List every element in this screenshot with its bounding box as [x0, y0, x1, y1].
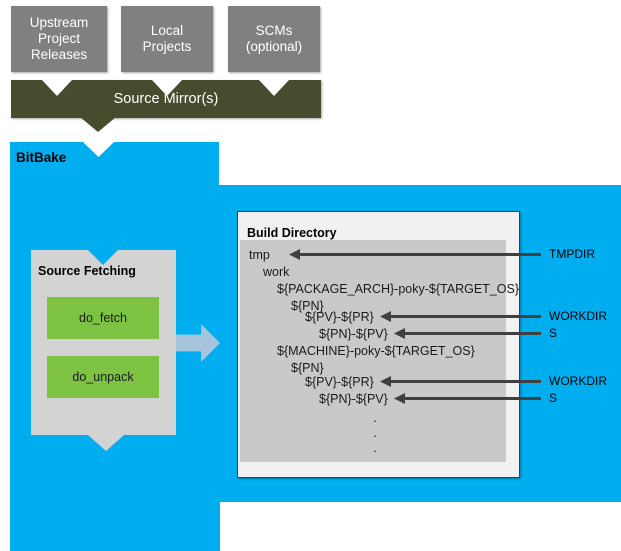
tree-ellipsis-dot-2: ·	[372, 428, 378, 443]
source-box-upstream-line-1: Upstream	[29, 15, 89, 30]
tree-item-pn-1: ${PN}	[291, 299, 324, 313]
callout-label-workdir-1: WORKDIR	[549, 309, 607, 323]
tree-item-pv-pr-2: ${PV}-${PR}	[305, 375, 374, 389]
callout-line-s-2	[403, 397, 541, 400]
callout-label-workdir-2: WORKDIR	[549, 374, 607, 388]
callout-arrowhead-workdir-2-icon	[380, 376, 391, 387]
build-directory-title: Build Directory	[247, 226, 337, 240]
mirror-to-bitbake-arrow-icon	[80, 117, 116, 132]
callout-arrowhead-s-2-icon	[394, 393, 405, 404]
tree-item-pn-2: ${PN}	[291, 361, 324, 375]
source-box-upstream-line-2: Project	[37, 31, 80, 46]
tree-item-pv-pr-1: ${PV}-${PR}	[305, 310, 374, 324]
callout-arrowhead-s-1-icon	[394, 328, 405, 339]
tree-ellipsis-dot-3: ·	[372, 443, 378, 458]
tree-item-tmp: tmp	[249, 248, 270, 262]
source-box-scms: SCMs (optional)	[228, 6, 320, 72]
bitbake-region-bottom-tab	[10, 500, 220, 551]
task-box-do-unpack-label: do_unpack	[72, 370, 134, 384]
tree-item-machine: ${MACHINE}-poky-${TARGET_OS}	[277, 344, 475, 358]
task-box-do-fetch[interactable]: do_fetch	[47, 297, 159, 339]
callout-arrowhead-tmpdir-icon	[289, 249, 300, 260]
tree-ellipsis-dot-1: ·	[372, 413, 378, 428]
source-box-local: Local Projects	[121, 6, 213, 72]
tree-ellipsis: · · ·	[360, 413, 390, 458]
callout-label-s-1: S	[549, 326, 558, 340]
callout-line-workdir-2	[389, 380, 541, 383]
callout-arrowhead-workdir-1-icon	[380, 311, 391, 322]
source-fetching-title: Source Fetching	[38, 264, 136, 278]
callout-line-workdir-1	[389, 315, 541, 318]
tree-item-pn-pv-1: ${PN}-${PV}	[319, 327, 388, 341]
build-directory-tree-panel	[240, 240, 506, 462]
callout-line-s-1	[403, 332, 541, 335]
source-box-upstream: Upstream Project Releases	[11, 6, 107, 72]
tree-item-package-arch: ${PACKAGE_ARCH}-poky-${TARGET_OS}	[277, 282, 519, 296]
callout-label-s-2: S	[549, 391, 558, 405]
task-box-do-unpack[interactable]: do_unpack	[47, 356, 159, 398]
source-box-local-line-1: Local	[150, 23, 184, 38]
tree-item-work: work	[263, 265, 290, 279]
task-box-do-fetch-label: do_fetch	[79, 311, 127, 325]
bitbake-region-top-tab	[10, 142, 219, 186]
tree-item-pn-pv-2: ${PN}-${PV}	[319, 392, 388, 406]
source-mirror-label: Source Mirror(s)	[113, 91, 219, 107]
source-box-scms-line-2: (optional)	[245, 39, 303, 54]
bitbake-label: BitBake	[16, 150, 67, 165]
source-box-local-line-2: Projects	[142, 39, 192, 54]
callout-line-tmpdir	[298, 253, 541, 256]
source-fetching-panel	[31, 250, 176, 435]
source-box-upstream-line-3: Releases	[30, 47, 88, 62]
callout-label-tmpdir: TMPDIR	[549, 247, 595, 261]
source-box-scms-line-1: SCMs	[255, 23, 293, 38]
